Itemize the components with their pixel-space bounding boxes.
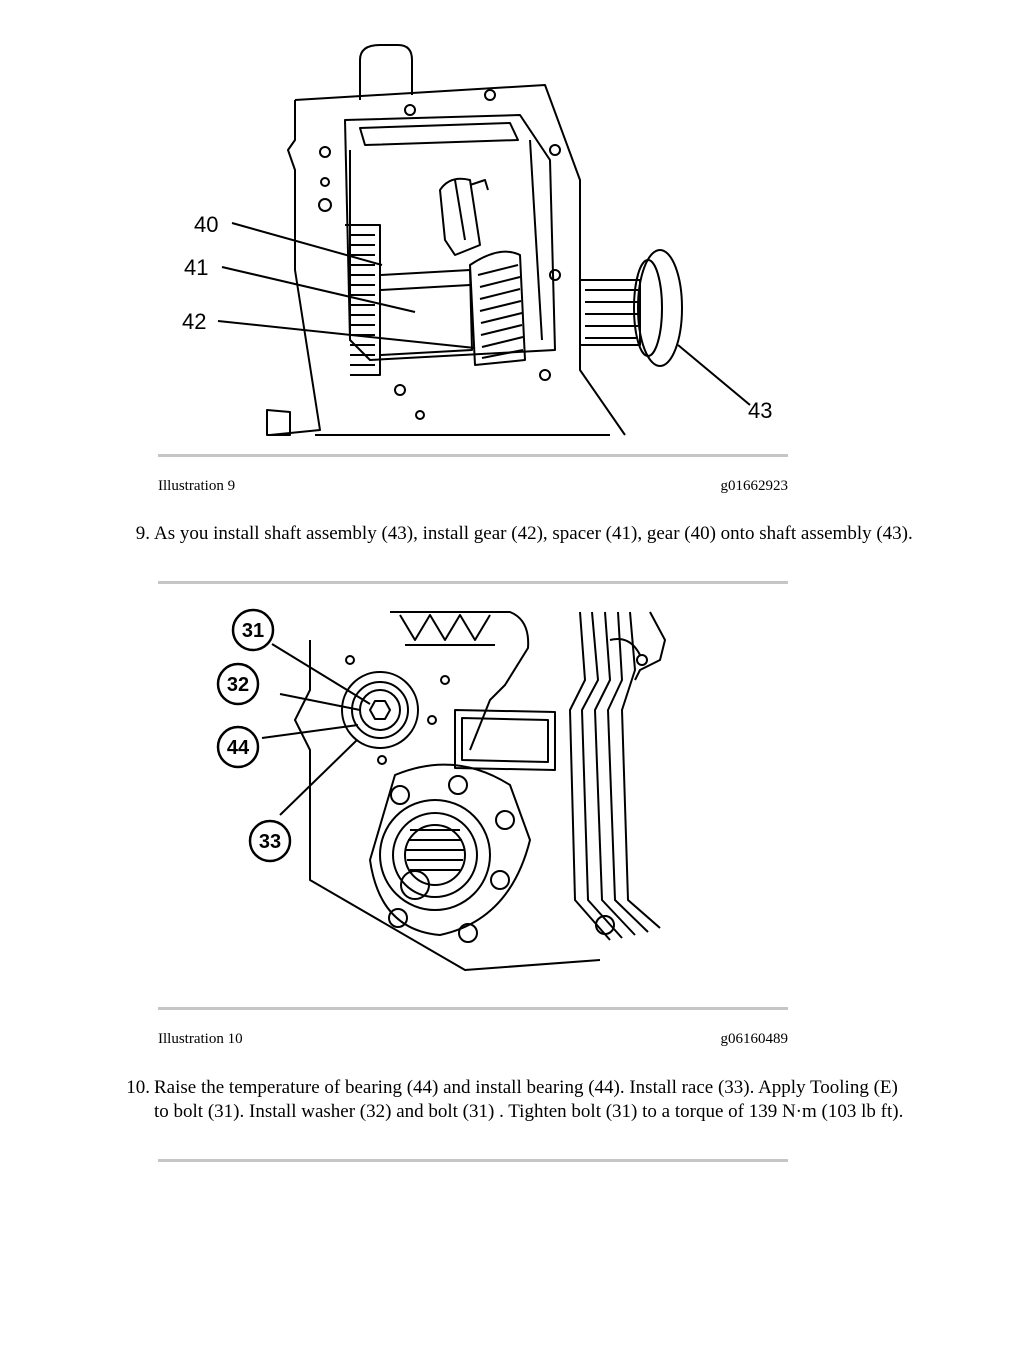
callout-43: 43 bbox=[748, 398, 772, 423]
step-number: 9. bbox=[135, 523, 150, 544]
illustration-10: 31 32 44 33 bbox=[210, 600, 710, 980]
callout-31: 31 bbox=[242, 620, 264, 642]
step-text: As you install shaft assembly (43), inst… bbox=[154, 523, 913, 544]
divider bbox=[158, 581, 788, 584]
divider bbox=[158, 454, 788, 457]
step-10: 10. Raise the temperature of bearing (44… bbox=[118, 1076, 918, 1148]
figure-caption: Illustration 9 bbox=[158, 478, 236, 494]
callout-33: 33 bbox=[259, 831, 281, 853]
gearbox-housing-drawing: 40 41 42 43 bbox=[182, 44, 772, 436]
divider bbox=[158, 1159, 788, 1162]
callout-44: 44 bbox=[227, 737, 250, 759]
callout-42: 42 bbox=[182, 309, 206, 334]
step-text: Raise the temperature of bearing (44) an… bbox=[154, 1077, 904, 1122]
callout-40: 40 bbox=[194, 212, 218, 237]
callout-41: 41 bbox=[184, 255, 208, 280]
bearing-assembly-drawing: 31 32 44 33 bbox=[216, 608, 666, 971]
figure-code: g01662923 bbox=[720, 478, 789, 494]
divider bbox=[158, 1007, 788, 1010]
callout-32: 32 bbox=[227, 674, 249, 696]
step-9: 9. As you install shaft assembly (43), i… bbox=[118, 522, 918, 570]
step-number: 10. bbox=[126, 1077, 150, 1098]
figure-code: g06160489 bbox=[720, 1031, 789, 1047]
illustration-9: 40 41 42 43 bbox=[170, 40, 790, 440]
figure-caption: Illustration 10 bbox=[158, 1031, 243, 1047]
